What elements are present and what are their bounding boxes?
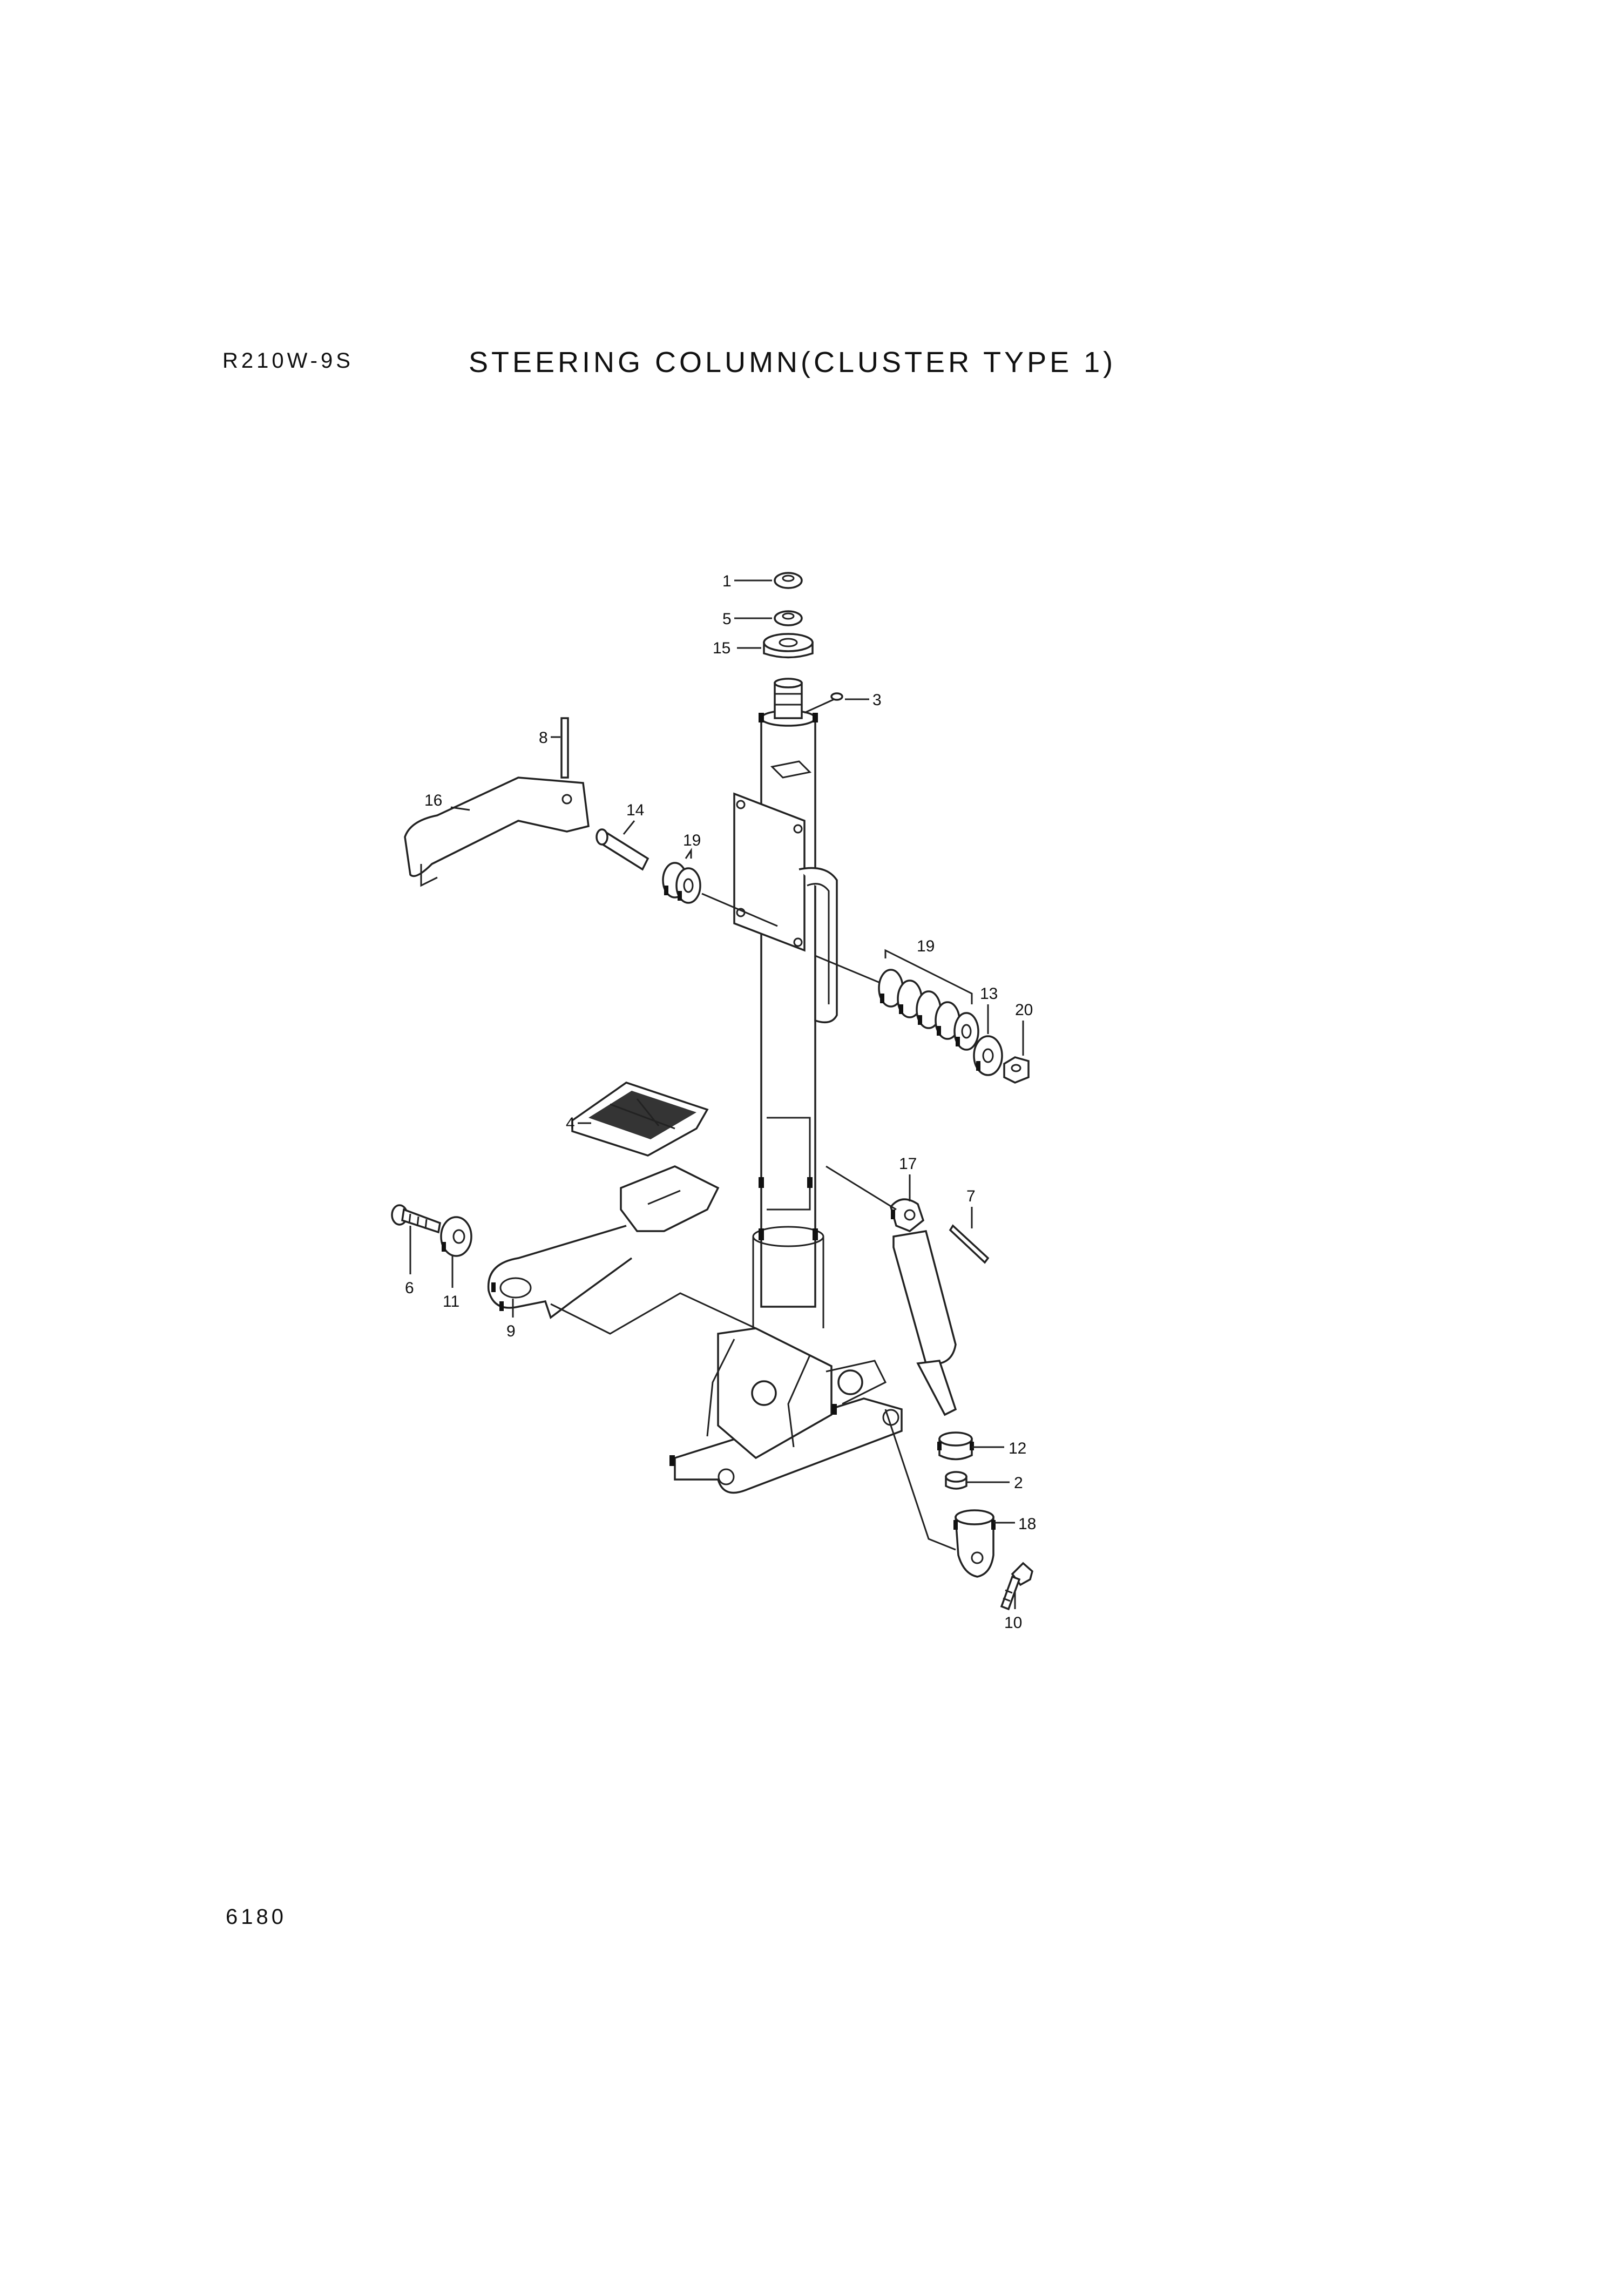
callout-15: 15 <box>713 639 730 657</box>
part-17-gas-spring <box>890 1198 957 1416</box>
page-title: STEERING COLUMN(CLUSTER TYPE 1) <box>469 346 1116 379</box>
column-tube <box>752 710 824 1328</box>
callout-2: 2 <box>1014 1474 1023 1492</box>
part-19-washers-right <box>878 969 979 1051</box>
callout-6: 6 <box>405 1279 414 1297</box>
callout-19-right: 19 <box>917 937 935 955</box>
callout-11: 11 <box>443 1293 459 1310</box>
callout-12: 12 <box>1009 1440 1026 1457</box>
part-14-pin <box>596 828 649 871</box>
part-13-washer <box>973 1035 1003 1076</box>
callout-9: 9 <box>506 1322 516 1340</box>
part-10-bolt <box>1000 1562 1033 1611</box>
callout-16: 16 <box>424 792 442 809</box>
part-12-bushing <box>937 1431 974 1461</box>
part-7-pin <box>949 1224 990 1264</box>
part-16-lever <box>404 776 590 887</box>
callout-4: 4 <box>566 1114 575 1132</box>
callout-7: 7 <box>966 1187 976 1205</box>
part-19-washers-left <box>662 862 701 904</box>
callout-1: 1 <box>722 572 732 590</box>
callout-10: 10 <box>1004 1614 1022 1632</box>
part-1-nut <box>774 572 803 589</box>
part-5-washer <box>774 610 803 626</box>
tilt-bracket <box>733 792 838 1024</box>
part-6-bolt <box>391 1204 441 1234</box>
leader-lines <box>409 579 1024 1609</box>
part-15-collar <box>763 633 814 659</box>
callout-20: 20 <box>1015 1001 1033 1019</box>
column-base <box>669 1327 903 1494</box>
callout-17: 17 <box>899 1155 917 1173</box>
model-code: R210W-9S <box>222 349 354 373</box>
part-8-pin <box>560 717 569 779</box>
callout-3: 3 <box>872 691 882 709</box>
steering-shaft-top <box>774 678 803 719</box>
callout-5: 5 <box>722 610 732 628</box>
callout-18: 18 <box>1018 1515 1036 1533</box>
callout-19-left: 19 <box>683 832 701 849</box>
part-18-clevis <box>953 1509 996 1578</box>
callout-13: 13 <box>980 985 998 1003</box>
part-9-pedal-arm <box>487 1165 720 1319</box>
callout-14: 14 <box>626 801 644 819</box>
part-20-nut <box>1003 1056 1030 1084</box>
part-4-pedal-pad <box>571 1082 709 1157</box>
part-3-key <box>830 692 843 701</box>
part-11-washer <box>440 1216 472 1257</box>
page-number: 6180 <box>226 1905 287 1929</box>
callout-8: 8 <box>539 729 548 747</box>
part-2-nut <box>945 1471 967 1490</box>
